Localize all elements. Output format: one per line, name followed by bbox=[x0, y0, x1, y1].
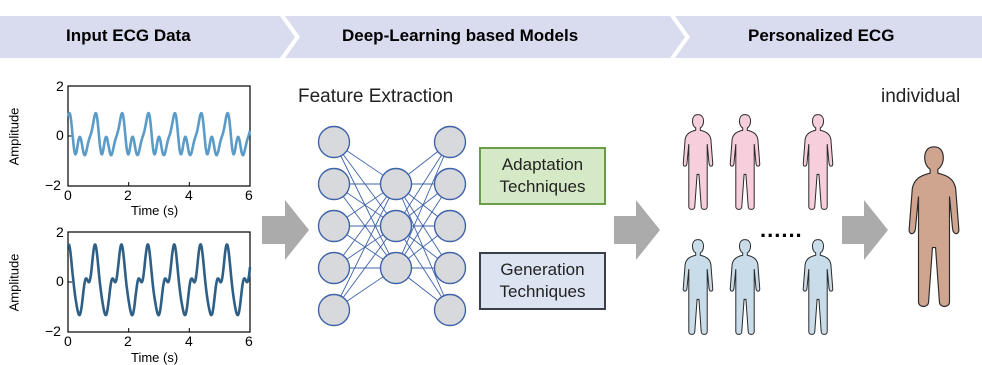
plot-bottom-ylabel: Amplitude bbox=[6, 253, 22, 312]
header-step-models: Deep-Learning based Models bbox=[342, 26, 579, 45]
generation-label-line2: Techniques bbox=[499, 282, 586, 301]
network-node bbox=[433, 125, 467, 159]
header-step-input: Input ECG Data bbox=[66, 26, 191, 45]
arrow-input-to-model bbox=[262, 200, 309, 260]
network-node bbox=[433, 293, 467, 327]
plot-bottom-xtick-4: 4 bbox=[185, 333, 193, 349]
network-edge bbox=[395, 141, 451, 227]
arrow-population-to-individual bbox=[842, 200, 888, 260]
arrow-model-to-population bbox=[614, 200, 660, 260]
human-individual bbox=[908, 146, 960, 308]
network-nodes bbox=[317, 125, 467, 327]
ecg-waveform-top bbox=[66, 111, 252, 157]
population-blue bbox=[682, 239, 834, 335]
human-pink-1 bbox=[682, 114, 714, 210]
individual-label: individual bbox=[881, 86, 961, 107]
plot-bottom-xlabel: Time (s) bbox=[131, 350, 179, 365]
network-node bbox=[379, 167, 413, 201]
human-blue-2 bbox=[729, 239, 761, 335]
header-banner-3 bbox=[675, 16, 982, 58]
ecg-waveform-bottom bbox=[66, 243, 252, 317]
plot-top-ytick-neg2: −2 bbox=[45, 177, 61, 193]
adaptation-label-line1: Adaptation bbox=[501, 155, 584, 174]
network-edge bbox=[333, 183, 397, 269]
plot-bottom-ytick-2: 2 bbox=[56, 224, 64, 240]
human-blue-1 bbox=[682, 239, 714, 335]
plot-bottom-xtick-0: 0 bbox=[64, 333, 72, 349]
network-node bbox=[317, 251, 351, 285]
generation-label-line1: Generation bbox=[500, 260, 585, 279]
network-node bbox=[433, 209, 467, 243]
network-edge bbox=[395, 183, 451, 269]
plot-bottom-ytick-0: 0 bbox=[56, 273, 64, 289]
network-edge bbox=[395, 141, 451, 269]
plot-top-ytick-2: 2 bbox=[56, 78, 64, 94]
network-node bbox=[433, 167, 467, 201]
header-banner-2 bbox=[285, 16, 685, 58]
population-pink bbox=[682, 114, 834, 210]
plot-top-xtick-2: 2 bbox=[124, 187, 132, 203]
network-node bbox=[433, 251, 467, 285]
network-node bbox=[317, 125, 351, 159]
adaptation-label-line2: Techniques bbox=[499, 177, 586, 196]
header-banner-1 bbox=[0, 16, 295, 58]
network-node bbox=[317, 167, 351, 201]
network-node bbox=[317, 209, 351, 243]
human-blue-3 bbox=[802, 239, 834, 335]
plot-bottom-xtick-6: 6 bbox=[245, 333, 253, 349]
plot-bottom-ytick-neg2: −2 bbox=[45, 323, 61, 339]
network-edge bbox=[333, 183, 397, 311]
network-node bbox=[317, 293, 351, 327]
plot-top-xtick-4: 4 bbox=[185, 187, 193, 203]
plot-top-xtick-0: 0 bbox=[64, 187, 72, 203]
network-node bbox=[379, 209, 413, 243]
plot-top-xtick-6: 6 bbox=[245, 187, 253, 203]
plot-bottom-xtick-2: 2 bbox=[124, 333, 132, 349]
plot-top-xlabel: Time (s) bbox=[131, 203, 179, 218]
population-ellipsis: ...... bbox=[760, 217, 803, 242]
plot-ticks bbox=[67, 85, 251, 333]
human-pink-2 bbox=[729, 114, 761, 210]
plot-top-ytick-0: 0 bbox=[56, 127, 64, 143]
network-edge bbox=[333, 225, 397, 311]
header-step-personalized: Personalized ECG bbox=[748, 26, 895, 45]
plot-top-ylabel: Amplitude bbox=[6, 107, 22, 166]
human-pink-3 bbox=[802, 114, 834, 210]
feature-extraction-label: Feature Extraction bbox=[298, 86, 454, 107]
network-node bbox=[379, 251, 413, 285]
